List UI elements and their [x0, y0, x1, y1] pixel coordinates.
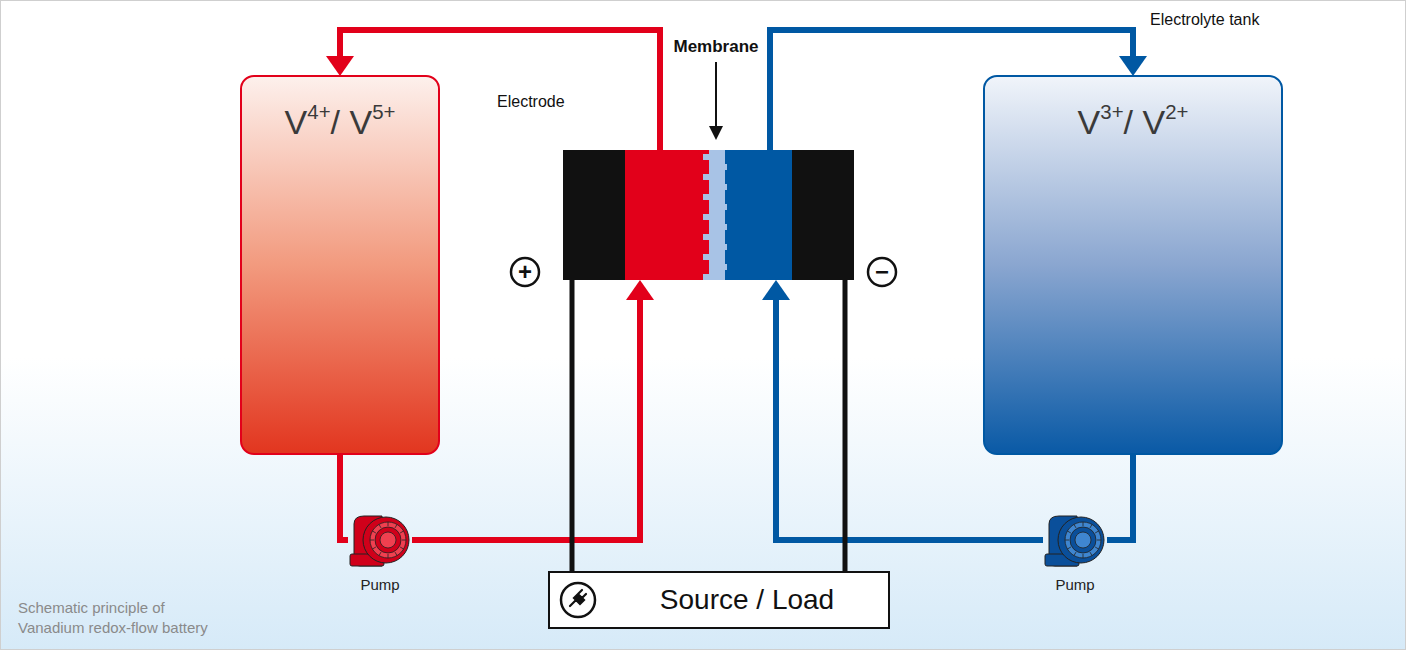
cell: [563, 150, 854, 280]
negative-half-cell: [725, 150, 792, 280]
node-text: Pump: [1055, 576, 1094, 593]
membrane-tooth: [719, 184, 727, 190]
pump: Pump: [1043, 510, 1107, 570]
membrane-tooth: [703, 254, 711, 260]
node-text: Pump: [360, 576, 399, 593]
arrow-head: [626, 280, 654, 300]
part-label: Electrolyte tank: [1150, 12, 1259, 28]
membrane-teeth: [703, 154, 727, 280]
part-label: Membrane: [673, 38, 758, 55]
arrow-head: [762, 280, 790, 300]
plug-icon: [558, 580, 598, 620]
membrane-tooth: [719, 224, 727, 230]
node-text: V3+/ V2+: [985, 103, 1281, 142]
node-text: Source / Load: [660, 584, 834, 616]
polarity-sign: −: [875, 260, 889, 284]
electrolyte-tank: V3+/ V2+: [983, 75, 1283, 455]
membrane-tooth: [703, 194, 711, 200]
electrode: [563, 150, 625, 280]
polarity-circle: [868, 258, 896, 286]
source-load-box: Source / Load: [548, 571, 890, 629]
node-text: V4+/ V5+: [242, 103, 438, 142]
caption: Schematic principle of Vanadium redox-fl…: [18, 598, 223, 639]
arrow-head: [709, 126, 723, 140]
electrolyte-tank: V4+/ V5+: [240, 75, 440, 455]
wires: [572, 280, 845, 571]
membrane-tooth: [719, 264, 727, 270]
polarity-circle: [511, 258, 539, 286]
pump: Pump: [348, 510, 412, 570]
part-label: Electrode: [497, 94, 565, 110]
pump-symbol: [348, 510, 412, 570]
arrow-head: [326, 56, 354, 76]
pump-symbol: [1043, 510, 1107, 570]
membrane-tooth: [703, 154, 711, 160]
membrane-tooth: [703, 174, 711, 180]
membrane-tooth: [719, 164, 727, 170]
positive-half-cell: [625, 150, 709, 280]
pointer-line: [715, 62, 717, 128]
membrane-tooth: [703, 274, 711, 280]
membrane-tooth: [719, 204, 727, 210]
membrane-tooth: [719, 244, 727, 250]
membrane-tooth: [703, 234, 711, 240]
electrode: [792, 150, 854, 280]
pipe-connector: [1107, 455, 1133, 540]
arrow-head: [1119, 56, 1147, 76]
polarity-sign: +: [518, 260, 532, 284]
pipe-connector: [340, 455, 348, 540]
membrane-tooth: [703, 214, 711, 220]
